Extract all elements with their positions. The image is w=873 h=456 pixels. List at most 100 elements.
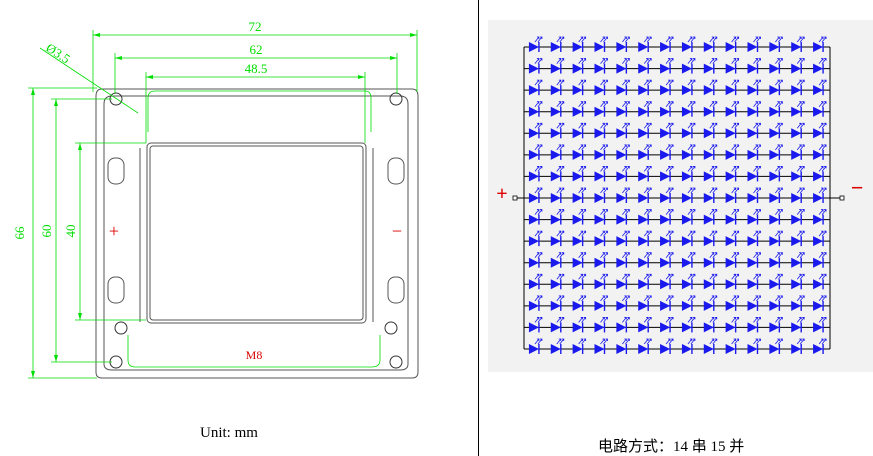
led-triangle — [528, 171, 539, 182]
led — [681, 166, 696, 182]
dim-height-inner: 40 — [63, 225, 78, 238]
led-emission-arrow — [603, 209, 608, 215]
led-triangle — [550, 300, 561, 311]
led — [550, 122, 565, 139]
led — [681, 122, 696, 139]
led-emission-arrow — [665, 101, 671, 107]
led — [594, 144, 608, 160]
led — [572, 230, 587, 247]
led-triangle — [813, 257, 824, 268]
led-emission-arrow — [734, 230, 740, 237]
led-emission-arrow — [643, 166, 649, 172]
led-triangle — [528, 106, 539, 117]
dim-width-holes: 62 — [250, 42, 263, 57]
led — [791, 36, 805, 52]
led-emission-arrow — [753, 295, 758, 302]
led-emission-arrow — [646, 317, 652, 323]
led — [616, 144, 630, 160]
led-emission-arrow — [756, 295, 761, 302]
led — [703, 122, 718, 139]
led-emission-arrow — [753, 58, 758, 64]
led-emission-arrow — [646, 273, 652, 280]
led-triangle — [660, 257, 671, 268]
led-emission-arrow — [775, 187, 780, 194]
mounting-hole — [114, 321, 128, 335]
led-emission-arrow — [731, 58, 737, 64]
led-emission-arrow — [581, 36, 587, 43]
led-triangle — [550, 236, 561, 247]
led — [813, 209, 827, 225]
led — [616, 58, 630, 74]
led-emission-arrow — [600, 209, 605, 215]
led-emission-arrow — [646, 187, 652, 194]
led — [725, 101, 740, 117]
led-triangle — [528, 300, 539, 311]
led-emission-arrow — [709, 295, 715, 302]
led-triangle — [660, 106, 671, 117]
led-emission-arrow — [796, 122, 802, 129]
led — [681, 101, 696, 117]
led-emission-arrow — [534, 166, 540, 172]
led — [528, 166, 543, 182]
led-emission-arrow — [537, 295, 543, 302]
led-emission-arrow — [709, 36, 715, 43]
led-triangle — [725, 236, 736, 247]
dim-width-inner: 48.5 — [245, 61, 268, 76]
led-triangle — [747, 300, 758, 311]
led-emission-arrow — [731, 252, 737, 258]
led-emission-arrow — [796, 273, 802, 280]
led — [725, 144, 740, 160]
led-emission-arrow — [712, 79, 718, 86]
led-emission-arrow — [556, 166, 562, 172]
led-triangle — [813, 85, 824, 96]
led — [594, 338, 608, 354]
led — [572, 144, 587, 160]
led-emission-arrow — [687, 230, 693, 237]
led-triangle — [703, 171, 714, 182]
led — [638, 187, 652, 203]
led-triangle — [550, 214, 561, 225]
led — [550, 230, 565, 247]
led-emission-arrow — [778, 101, 783, 107]
led-triangle — [769, 42, 780, 52]
led-triangle — [616, 279, 627, 290]
led-emission-arrow — [734, 79, 740, 86]
led-emission-arrow — [581, 317, 587, 323]
led-triangle — [725, 344, 736, 354]
led-emission-arrow — [622, 209, 627, 215]
led-emission-arrow — [687, 36, 693, 43]
led-triangle — [594, 300, 605, 311]
led-emission-arrow — [622, 144, 627, 151]
led-triangle — [616, 85, 627, 96]
led-triangle — [616, 214, 627, 225]
led-emission-arrow — [665, 338, 671, 345]
led-emission-arrow — [778, 58, 783, 64]
circuit-negative-label: − — [851, 175, 864, 200]
led-triangle — [572, 128, 583, 139]
led — [660, 273, 674, 290]
led-emission-arrow — [581, 209, 587, 215]
led-emission-arrow — [734, 166, 740, 172]
led-triangle — [703, 63, 714, 74]
led-emission-arrow — [687, 295, 693, 302]
led-emission-arrow — [753, 144, 758, 151]
led-emission-arrow — [778, 166, 783, 172]
led-triangle — [528, 85, 539, 96]
led-triangle — [791, 279, 802, 290]
led — [550, 79, 565, 96]
led-emission-arrow — [775, 166, 780, 172]
led — [660, 36, 674, 52]
led-triangle — [747, 63, 758, 74]
led — [813, 317, 827, 333]
led-emission-arrow — [796, 338, 802, 345]
led-triangle — [572, 300, 583, 311]
led-emission-arrow — [734, 122, 740, 129]
led-emission-arrow — [600, 230, 605, 237]
led-emission-arrow — [556, 273, 562, 280]
led-triangle — [725, 214, 736, 225]
led-triangle — [703, 236, 714, 247]
led-emission-arrow — [668, 273, 674, 280]
led-emission-arrow — [818, 230, 824, 237]
led-emission-arrow — [603, 101, 608, 107]
led-emission-arrow — [687, 122, 693, 129]
